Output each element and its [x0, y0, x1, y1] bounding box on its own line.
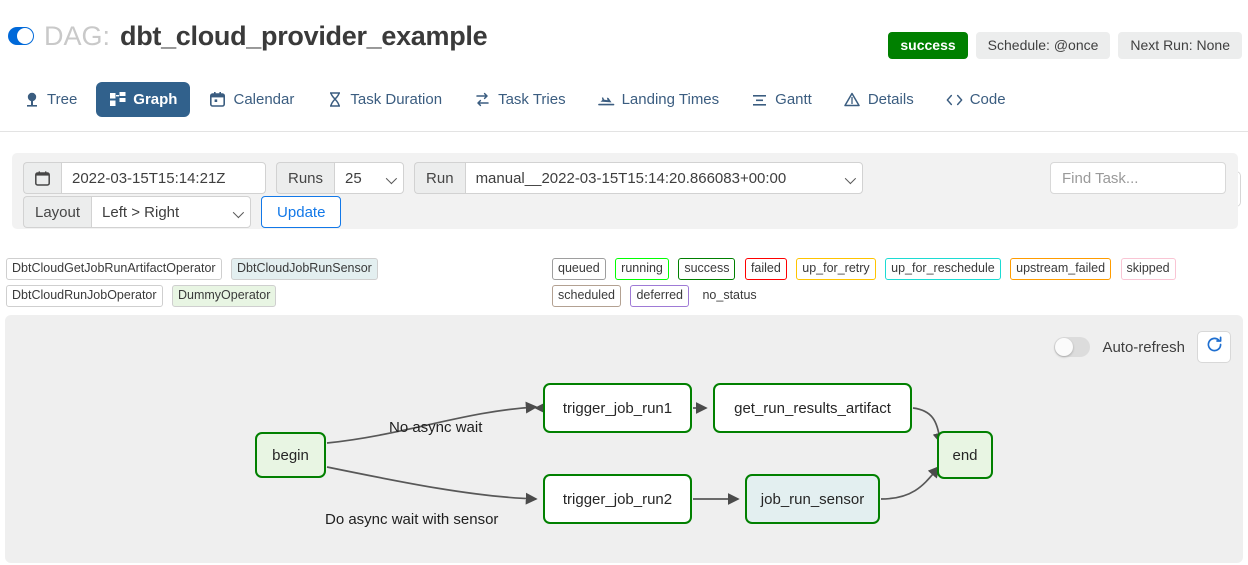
state-chip-up-for-reschedule: up_for_reschedule [885, 258, 1001, 280]
runs-label: Runs [276, 162, 335, 194]
layout-select[interactable]: Left > Right [91, 196, 252, 228]
state-chip-scheduled: scheduled [552, 285, 621, 307]
state-chip-up-for-retry: up_for_retry [796, 258, 876, 280]
tab-code[interactable]: Code [933, 82, 1019, 117]
task-node-trigger-job-run1[interactable]: trigger_job_run1 [543, 383, 692, 433]
graph-panel: Auto-refresh [5, 315, 1243, 563]
tab-landing-times[interactable]: Landing Times [585, 82, 733, 117]
tree-icon [23, 91, 40, 108]
auto-refresh-label: Auto-refresh [1102, 338, 1185, 356]
task-node-trigger-job-run2[interactable]: trigger_job_run2 [543, 474, 692, 524]
tab-calendar[interactable]: Calendar [196, 82, 307, 117]
filter-row-primary: 2022-03-15T15:14:21Z Runs 25 Run manual_… [23, 162, 863, 194]
task-node-get-run-results-artifact[interactable]: get_run_results_artifact [713, 383, 912, 433]
num-runs-group: Runs 25 [276, 162, 405, 194]
operator-chip[interactable]: DbtCloudJobRunSensor [231, 258, 378, 280]
view-tabs: Tree Graph Calendar Task Duration [10, 82, 1025, 117]
layout-group: Layout Left > Right [23, 196, 252, 228]
code-icon [946, 91, 963, 108]
tab-label: Tree [47, 91, 78, 108]
calendar-icon[interactable] [23, 162, 61, 194]
edge-label-do-async-wait: Do async wait with sensor [325, 511, 499, 528]
task-node-begin[interactable]: begin [255, 432, 326, 478]
next-run-badge: Next Run: None [1118, 32, 1242, 59]
page-title: DAG: dbt_cloud_provider_example [8, 14, 488, 58]
tab-label: Code [969, 91, 1006, 108]
task-node-label: get_run_results_artifact [734, 399, 891, 417]
retry-icon [474, 91, 491, 108]
graph-icon [109, 91, 126, 108]
gantt-icon [751, 91, 768, 108]
state-chip-skipped: skipped [1120, 258, 1176, 280]
task-node-label: job_run_sensor [760, 490, 865, 508]
hourglass-icon [326, 91, 343, 108]
state-chip-queued: queued [552, 258, 606, 280]
state-chip-failed: failed [744, 258, 787, 280]
graph-edges [326, 401, 945, 505]
view-tabbar: Tree Graph Calendar Task Duration [0, 82, 1248, 207]
dagrun-filter-bar: 2022-03-15T15:14:21Z Runs 25 Run manual_… [12, 153, 1238, 229]
tab-label: Calendar [233, 91, 295, 108]
operator-chip[interactable]: DbtCloudGetJobRunArtifactOperator [6, 258, 222, 280]
state-chip-no-status: no_status [702, 288, 757, 302]
tab-label: Task Duration [350, 91, 443, 108]
task-node-end[interactable]: end [937, 431, 993, 479]
plane-landing-icon [597, 91, 615, 108]
run-label: Run [414, 162, 465, 194]
update-button[interactable]: Update [261, 196, 342, 228]
base-date-group: 2022-03-15T15:14:21Z [23, 162, 266, 194]
dagrun-select[interactable]: manual__2022-03-15T15:14:20.866083+00:00 [464, 162, 863, 194]
tab-details[interactable]: Details [831, 82, 927, 117]
num-runs-select[interactable]: 25 [334, 162, 405, 194]
tab-task-tries[interactable]: Task Tries [461, 82, 579, 117]
tab-label: Gantt [775, 91, 812, 108]
refresh-button[interactable] [1197, 331, 1231, 363]
task-node-label: trigger_job_run1 [562, 399, 673, 417]
state-chip-deferred: deferred [630, 285, 690, 307]
dag-name: dbt_cloud_provider_example [120, 21, 488, 51]
page-header: DAG: dbt_cloud_provider_example success … [0, 14, 1248, 59]
tab-graph[interactable]: Graph [96, 82, 191, 117]
state-legend: queued running success failed up_for_ret… [552, 258, 1248, 312]
tab-label: Graph [133, 91, 178, 108]
tab-tree[interactable]: Tree [10, 82, 90, 117]
operator-chip[interactable]: DummyOperator [171, 285, 277, 307]
dag-pause-toggle[interactable] [8, 27, 34, 45]
tab-gantt[interactable]: Gantt [738, 82, 825, 117]
calendar-icon [209, 91, 226, 108]
dagrun-group: Run manual__2022-03-15T15:14:20.866083+0… [414, 162, 863, 194]
tab-label: Details [867, 91, 914, 108]
graph-controls: Auto-refresh [1054, 331, 1231, 363]
filter-row-secondary: Layout Left > Right Update [23, 196, 342, 228]
find-task-input[interactable]: Find Task... [1050, 162, 1226, 194]
operator-chip[interactable]: DbtCloudRunJobOperator [6, 285, 163, 307]
task-node-job-run-sensor[interactable]: job_run_sensor [745, 474, 880, 524]
edge-label-no-async-wait: No async wait [389, 419, 483, 436]
layout-label: Layout [23, 196, 92, 228]
task-node-label: begin [272, 446, 309, 464]
operator-legend: DbtCloudGetJobRunArtifactOperator DbtClo… [6, 258, 546, 312]
refresh-icon [1206, 336, 1223, 358]
state-chip-success: success [678, 258, 736, 280]
task-node-label: trigger_job_run2 [562, 490, 673, 508]
tab-task-duration[interactable]: Task Duration [313, 82, 455, 117]
header-badges: success Schedule: @once Next Run: None [888, 32, 1242, 59]
triangle-info-icon [844, 91, 861, 108]
graph-legend: DbtCloudGetJobRunArtifactOperator DbtClo… [6, 258, 1246, 307]
tab-label: Task Tries [498, 91, 566, 108]
task-node-label: end [952, 446, 978, 464]
state-chip-upstream-failed: upstream_failed [1010, 258, 1112, 280]
dag-label: DAG: [44, 21, 111, 51]
state-chip-running: running [615, 258, 669, 280]
auto-refresh-toggle[interactable] [1054, 337, 1091, 357]
tab-label: Landing Times [621, 91, 720, 108]
base-date-input[interactable]: 2022-03-15T15:14:21Z [61, 162, 266, 194]
status-badge: success [888, 32, 968, 59]
schedule-badge: Schedule: @once [975, 32, 1111, 59]
